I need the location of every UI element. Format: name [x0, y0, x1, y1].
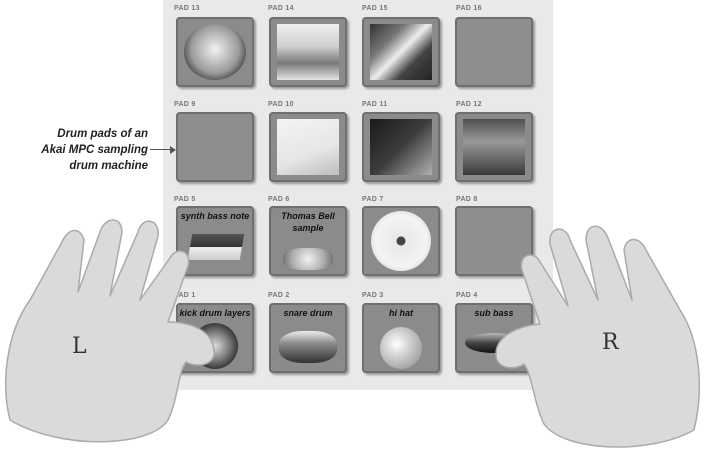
- pad-3-label: PAD 3: [362, 292, 384, 299]
- callout-pointer-line: [150, 149, 172, 150]
- pad-15[interactable]: [362, 17, 440, 87]
- right-hand-icon: [495, 225, 701, 448]
- pad-16-label: PAD 16: [456, 5, 482, 12]
- callout-arrow-icon: [170, 146, 176, 154]
- pad-8-label: PAD 8: [456, 196, 478, 203]
- pad-13[interactable]: [176, 17, 254, 87]
- pad-2-label: PAD 2: [268, 292, 290, 299]
- pad-14[interactable]: [269, 17, 347, 87]
- pad-4-label: PAD 4: [456, 292, 478, 299]
- pad-1-title: kick drum layers: [179, 308, 251, 318]
- snare-drum-image: [279, 331, 337, 363]
- pad-1-label: PAD 1: [174, 292, 196, 299]
- pad-6-label: PAD 6: [268, 196, 290, 203]
- pad-3[interactable]: hi hat: [362, 303, 440, 373]
- album-art-cover: [277, 24, 339, 80]
- pad-16[interactable]: [455, 17, 533, 87]
- pad-2[interactable]: snare drum: [269, 303, 347, 373]
- callout-line-1: Drum pads of an: [57, 128, 148, 140]
- album-art-cover: [463, 119, 525, 175]
- pad-6-title: Thomas Bell sample: [281, 211, 335, 233]
- pad-9[interactable]: [176, 112, 254, 182]
- callout-line-3: drum machine: [69, 160, 148, 172]
- pad-5[interactable]: synth bass note: [176, 206, 254, 276]
- left-hand-letter: L: [72, 334, 87, 359]
- callout-line-2: Akai MPC sampling: [41, 144, 148, 156]
- pad-10[interactable]: [269, 112, 347, 182]
- pad-15-label: PAD 15: [362, 5, 388, 12]
- right-hand-letter: R: [602, 330, 619, 355]
- pad-4-title: sub bass: [474, 308, 514, 318]
- pad-6[interactable]: Thomas Bell sample: [269, 206, 347, 276]
- pad-12[interactable]: [455, 112, 533, 182]
- vinyl-record-label: [371, 211, 431, 271]
- bells-image: [283, 248, 333, 270]
- pad-7-label: PAD 7: [362, 196, 384, 203]
- album-art-portrait: [184, 24, 246, 80]
- pad-11[interactable]: [362, 112, 440, 182]
- pad-11-label: PAD 11: [362, 101, 388, 108]
- pad-2-title: snare drum: [283, 308, 333, 318]
- left-hand-icon: [5, 219, 215, 443]
- pad-7[interactable]: [362, 206, 440, 276]
- pad-9-label: PAD 9: [174, 101, 196, 108]
- pad-12-label: PAD 12: [456, 101, 482, 108]
- album-art-cover: [277, 119, 339, 175]
- album-art-cover: [370, 24, 432, 80]
- drum-pads-callout: Drum pads of an Akai MPC sampling drum m…: [20, 126, 148, 174]
- pad-13-label: PAD 13: [174, 5, 200, 12]
- album-art-cover: [370, 119, 432, 175]
- pad-14-label: PAD 14: [268, 5, 294, 12]
- hi-hat-image: [380, 327, 422, 369]
- pad-10-label: PAD 10: [268, 101, 294, 108]
- pad-5-title: synth bass note: [180, 211, 250, 221]
- pad-5-label: PAD 5: [174, 196, 196, 203]
- pad-8[interactable]: [455, 206, 533, 276]
- pad-3-title: hi hat: [389, 308, 413, 318]
